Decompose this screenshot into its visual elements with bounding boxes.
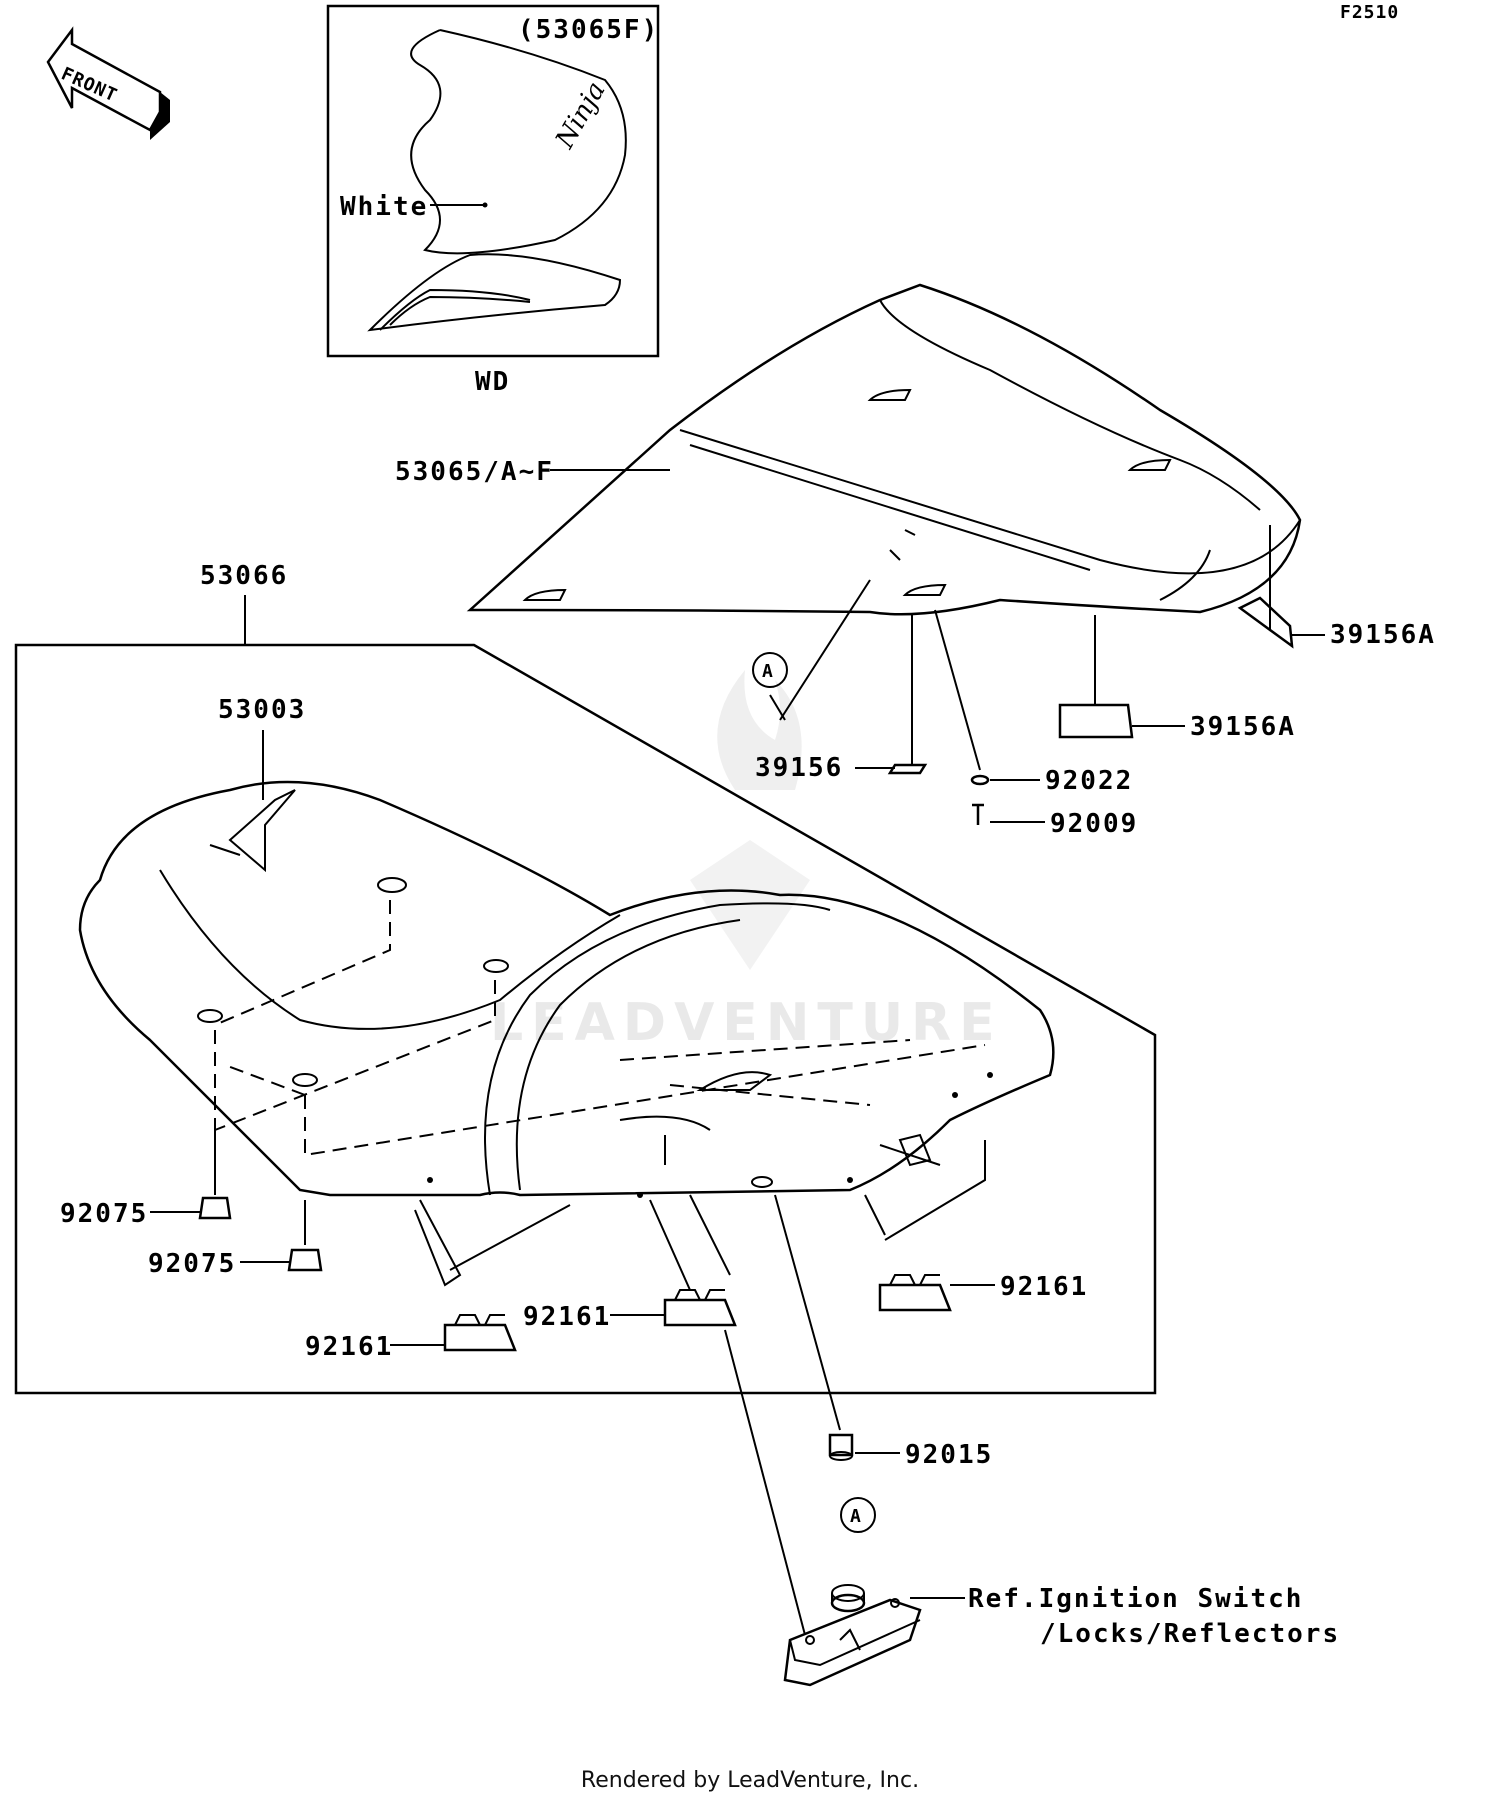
ref-line1: Ref.Ignition Switch xyxy=(968,1584,1303,1614)
clip-middle xyxy=(649,1194,737,1327)
callout-seat-assy: 53066 xyxy=(200,561,288,591)
ref-a-bottom: A xyxy=(850,1506,862,1527)
assembly-frame xyxy=(14,643,1157,1395)
callout-pad-a: 39156A xyxy=(1330,620,1436,650)
callout-seat-cover: 53065/A~F xyxy=(395,457,554,487)
inset-variant-label: WD xyxy=(475,367,510,397)
inset-code: (53065F) xyxy=(518,15,659,45)
callout-pad-b: 39156A xyxy=(1190,712,1296,742)
seat-cover-53065 xyxy=(466,283,1302,616)
ref-line2: /Locks/Reflectors xyxy=(1040,1619,1340,1649)
callout-damper-2: 92075 xyxy=(148,1249,236,1279)
front-arrow-icon: FRONT xyxy=(46,26,170,140)
footer-credit: Rendered by LeadVenture, Inc. xyxy=(580,1768,920,1793)
seat-lock-assembly xyxy=(783,1584,922,1687)
callout-clip-2: 92161 xyxy=(523,1302,611,1332)
callout-bracket: 39156 xyxy=(755,753,843,783)
callout-clip-3: 92161 xyxy=(1000,1272,1088,1302)
diagram-id: F2510 xyxy=(1340,2,1399,23)
inset-color-label: White xyxy=(340,192,428,222)
clip-left xyxy=(414,1199,571,1352)
callout-collar: 92015 xyxy=(905,1440,993,1470)
watermark: LEADVENTURE xyxy=(490,670,1003,1053)
callout-bolt: 92009 xyxy=(1050,809,1138,839)
ref-a-top: A xyxy=(762,661,774,682)
callout-washer: 92022 xyxy=(1045,766,1133,796)
clip-right xyxy=(864,1140,986,1312)
callout-clip-1: 92161 xyxy=(305,1332,393,1362)
callout-damper-1: 92075 xyxy=(60,1199,148,1229)
seat-53066 xyxy=(78,780,1055,1198)
ninja-logo-icon: Ninja xyxy=(550,77,612,155)
watermark-text: LEADVENTURE xyxy=(490,993,1003,1053)
inset-53065f: (53065F) Ninja White WD xyxy=(326,4,660,397)
callout-seat-pad: 53003 xyxy=(218,695,306,725)
